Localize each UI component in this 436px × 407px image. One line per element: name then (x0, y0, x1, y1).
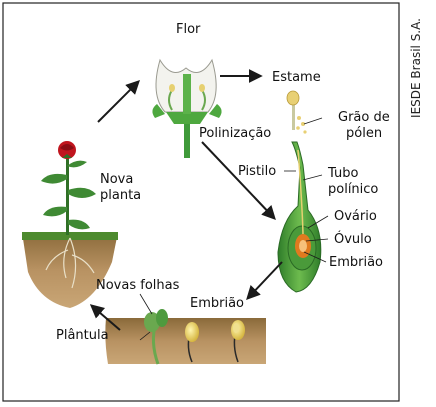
label-grao-de: Grão de (338, 110, 390, 125)
label-embriao-flor: Embrião (329, 255, 383, 270)
label-estame: Estame (272, 70, 321, 85)
label-polinico: polínico (328, 182, 378, 197)
label-tubo: Tubo (328, 166, 358, 181)
pollen-grains (296, 116, 306, 134)
pointer-grao (304, 118, 322, 124)
label-flor: Flor (176, 22, 200, 37)
arrow-flower-to-pistil (202, 142, 274, 218)
label-novas-folhas: Novas folhas (96, 278, 179, 293)
stamen-illustration (287, 91, 299, 130)
label-nova: Nova (100, 172, 133, 187)
seedlings-illustration (105, 309, 266, 364)
label-embriao-semente: Embrião (190, 296, 244, 311)
label-polen: pólen (346, 126, 382, 141)
pistil-illustration (278, 142, 321, 292)
credit-text: IESDE Brasil S.A. (409, 18, 423, 118)
flower-illustration (152, 60, 221, 158)
arrow-pistil-to-seeds (248, 262, 282, 298)
label-polinizacao: Polinização (199, 126, 271, 141)
label-ovulo: Óvulo (334, 232, 372, 247)
label-planta: planta (100, 188, 141, 203)
label-ovario: Ovário (334, 209, 377, 224)
arrow-plant-to-flower (98, 82, 138, 122)
image-credit: IESDE Brasil S.A. (404, 8, 428, 128)
label-plantula: Plântula (56, 328, 109, 343)
label-pistilo: Pistilo (238, 164, 276, 179)
pointer-tubo (303, 175, 322, 180)
pointer-novas-folhas (140, 294, 152, 314)
